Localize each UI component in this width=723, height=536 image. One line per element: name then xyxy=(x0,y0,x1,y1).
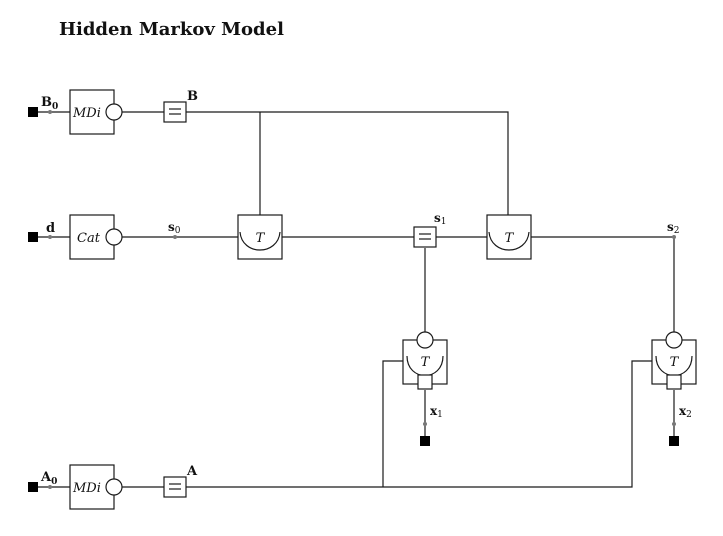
observation-x2: x2 xyxy=(669,404,692,446)
junction-dot xyxy=(423,422,427,426)
observation-input-circle xyxy=(665,331,683,349)
prior-d: d Cat xyxy=(28,214,123,260)
terminal-node[interactable] xyxy=(669,436,679,446)
factor-output-circle xyxy=(105,228,123,246)
terminal-node[interactable] xyxy=(28,482,38,492)
observation-output-port xyxy=(417,374,433,390)
edge-a-to-obs1 xyxy=(382,360,406,487)
observation-output-port xyxy=(666,374,682,390)
factor-output-circle xyxy=(105,478,123,496)
mdi-factor-label: MDi xyxy=(72,106,101,121)
prior-b0: B0 MDi xyxy=(28,89,123,135)
junction-dot xyxy=(48,485,52,489)
equality-node-b[interactable]: B xyxy=(163,89,198,123)
observation-x1: x1 xyxy=(420,404,443,446)
transition-factor-2[interactable]: T xyxy=(486,214,532,260)
factor-output-circle xyxy=(105,103,123,121)
edge-b-bus xyxy=(186,111,509,215)
junction-dot xyxy=(173,235,177,239)
equality-node-a[interactable]: A xyxy=(163,464,198,498)
prior-label: B0 xyxy=(41,95,58,112)
edge-a-bus xyxy=(186,360,655,488)
cat-factor-label: Cat xyxy=(77,231,101,246)
observation-input-circle xyxy=(416,331,434,349)
state-s1: s1 xyxy=(434,211,447,227)
junction-dot xyxy=(672,235,676,239)
state-label: s2 xyxy=(667,220,680,236)
transition-factor-1[interactable]: T xyxy=(237,214,283,260)
state-s0: s0 xyxy=(168,220,181,239)
observation-label: x2 xyxy=(679,404,692,420)
prior-a0: A0 MDi xyxy=(28,464,123,510)
junction-dot xyxy=(672,422,676,426)
prior-label: d xyxy=(46,221,55,236)
mdi-factor-label: MDi xyxy=(72,481,101,496)
transition-symbol: T xyxy=(505,231,515,246)
junction-dot xyxy=(48,235,52,239)
transition-symbol: T xyxy=(256,231,266,246)
state-s2: s2 xyxy=(667,220,680,239)
transition-symbol: T xyxy=(670,355,680,370)
prior-label: A0 xyxy=(40,470,57,487)
edges xyxy=(37,111,675,488)
junction-dot xyxy=(48,110,52,114)
terminal-node[interactable] xyxy=(28,107,38,117)
terminal-node[interactable] xyxy=(28,232,38,242)
terminal-node[interactable] xyxy=(420,436,430,446)
equality-label-b: B xyxy=(187,89,198,104)
observation-label: x1 xyxy=(430,404,443,420)
observation-factor-2[interactable]: T xyxy=(651,331,697,390)
equality-node-s1[interactable] xyxy=(413,226,437,248)
edge-s2 xyxy=(531,236,675,332)
equality-label-a: A xyxy=(186,464,198,479)
diagram-title: Hidden Markov Model xyxy=(59,19,284,40)
state-label: s1 xyxy=(434,211,447,227)
transition-symbol: T xyxy=(421,355,431,370)
state-label: s0 xyxy=(168,220,181,236)
observation-factor-1[interactable]: T xyxy=(402,331,448,390)
